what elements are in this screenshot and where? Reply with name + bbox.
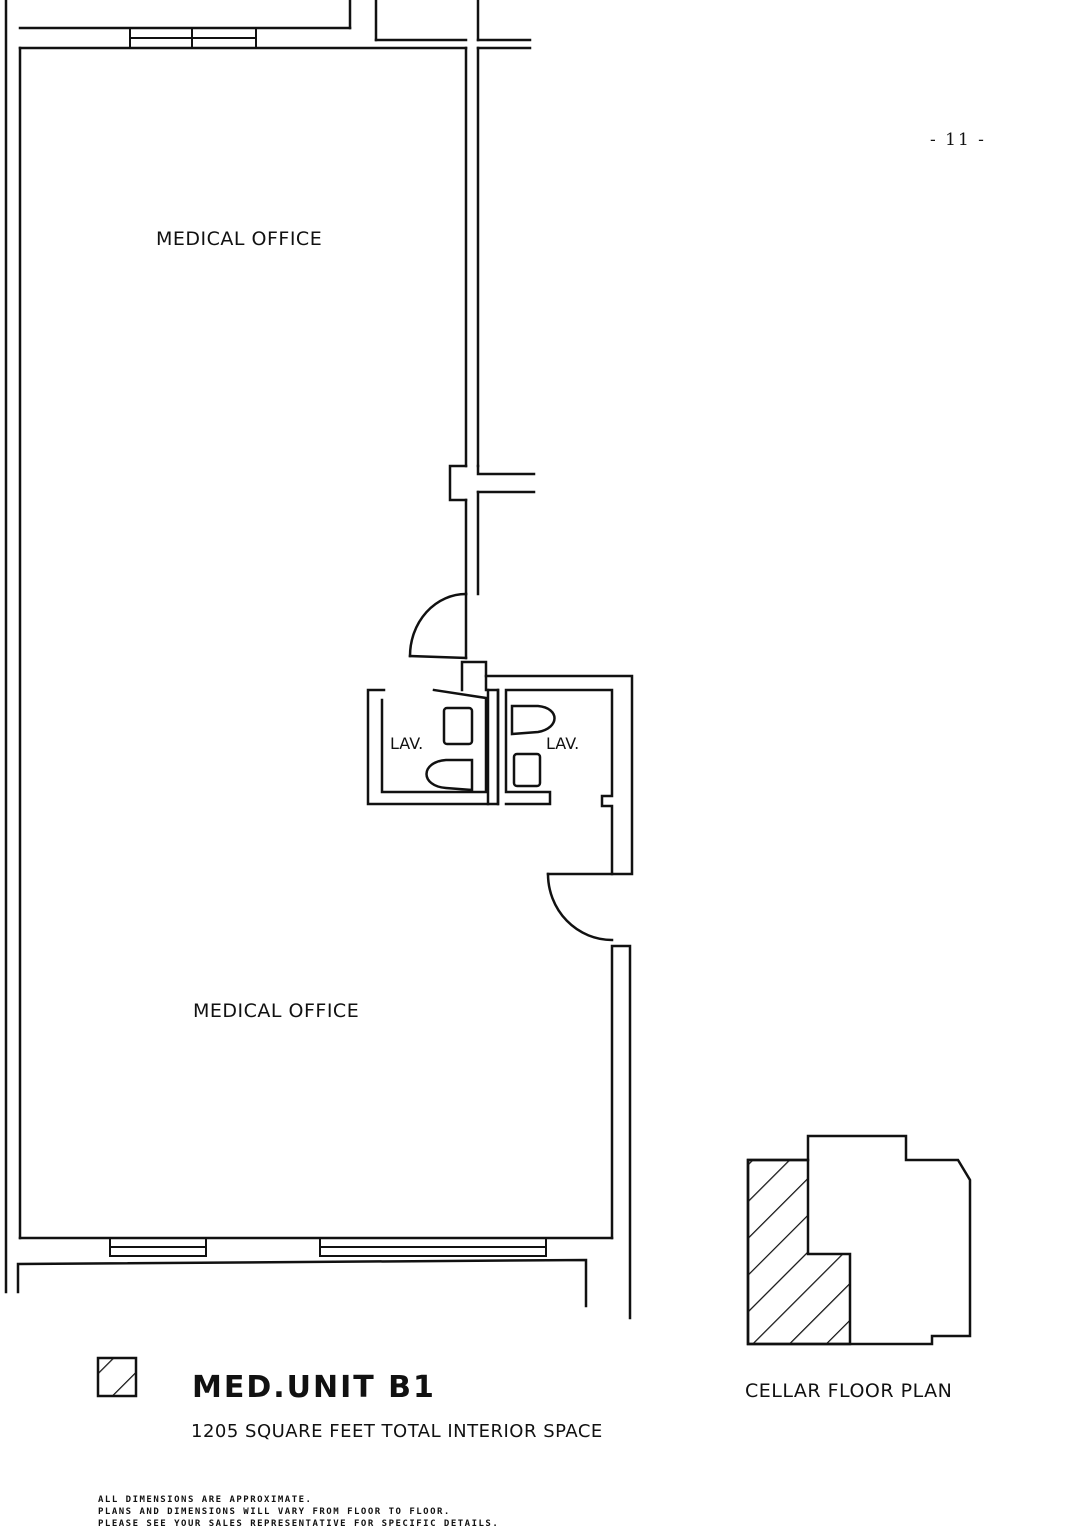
- door-upper: [408, 592, 468, 660]
- note-line: PLANS AND DIMENSIONS WILL VARY FROM FLOO…: [98, 1507, 451, 1517]
- disclaimer-notes: ALL DIMENSIONS ARE APPROXIMATE. PLANS AN…: [98, 1494, 698, 1530]
- top-wall: [18, 0, 532, 50]
- note-line: PLEASE SEE YOUR SALES REPRESENTATIVE FOR…: [98, 1519, 500, 1529]
- unit-subtitle: 1205 SQUARE FEET TOTAL INTERIOR SPACE: [191, 1421, 603, 1442]
- lavatory-block: [366, 660, 634, 876]
- door-lower: [546, 872, 632, 1320]
- bottom-windows: [109, 1237, 547, 1257]
- note-line: ALL DIMENSIONS ARE APPROXIMATE.: [98, 1495, 313, 1505]
- room-label-lav-right: LAV.: [546, 734, 580, 753]
- room-label-medical-office-lower: MEDICAL OFFICE: [193, 1000, 360, 1022]
- legend-hatch-swatch: [96, 1356, 138, 1398]
- key-plan-outline: [746, 1134, 972, 1346]
- bottom-wall: [16, 1236, 614, 1308]
- page-number: - 11 -: [930, 130, 986, 150]
- unit-title: MED.UNIT B1: [192, 1370, 436, 1405]
- outer-wall-left: [4, 0, 22, 1294]
- top-window: [129, 27, 257, 49]
- room-label-lav-left: LAV.: [390, 734, 424, 753]
- key-plan-title: CELLAR FLOOR PLAN: [745, 1380, 953, 1402]
- center-partition: [448, 46, 536, 596]
- room-label-medical-office-upper: MEDICAL OFFICE: [156, 228, 323, 250]
